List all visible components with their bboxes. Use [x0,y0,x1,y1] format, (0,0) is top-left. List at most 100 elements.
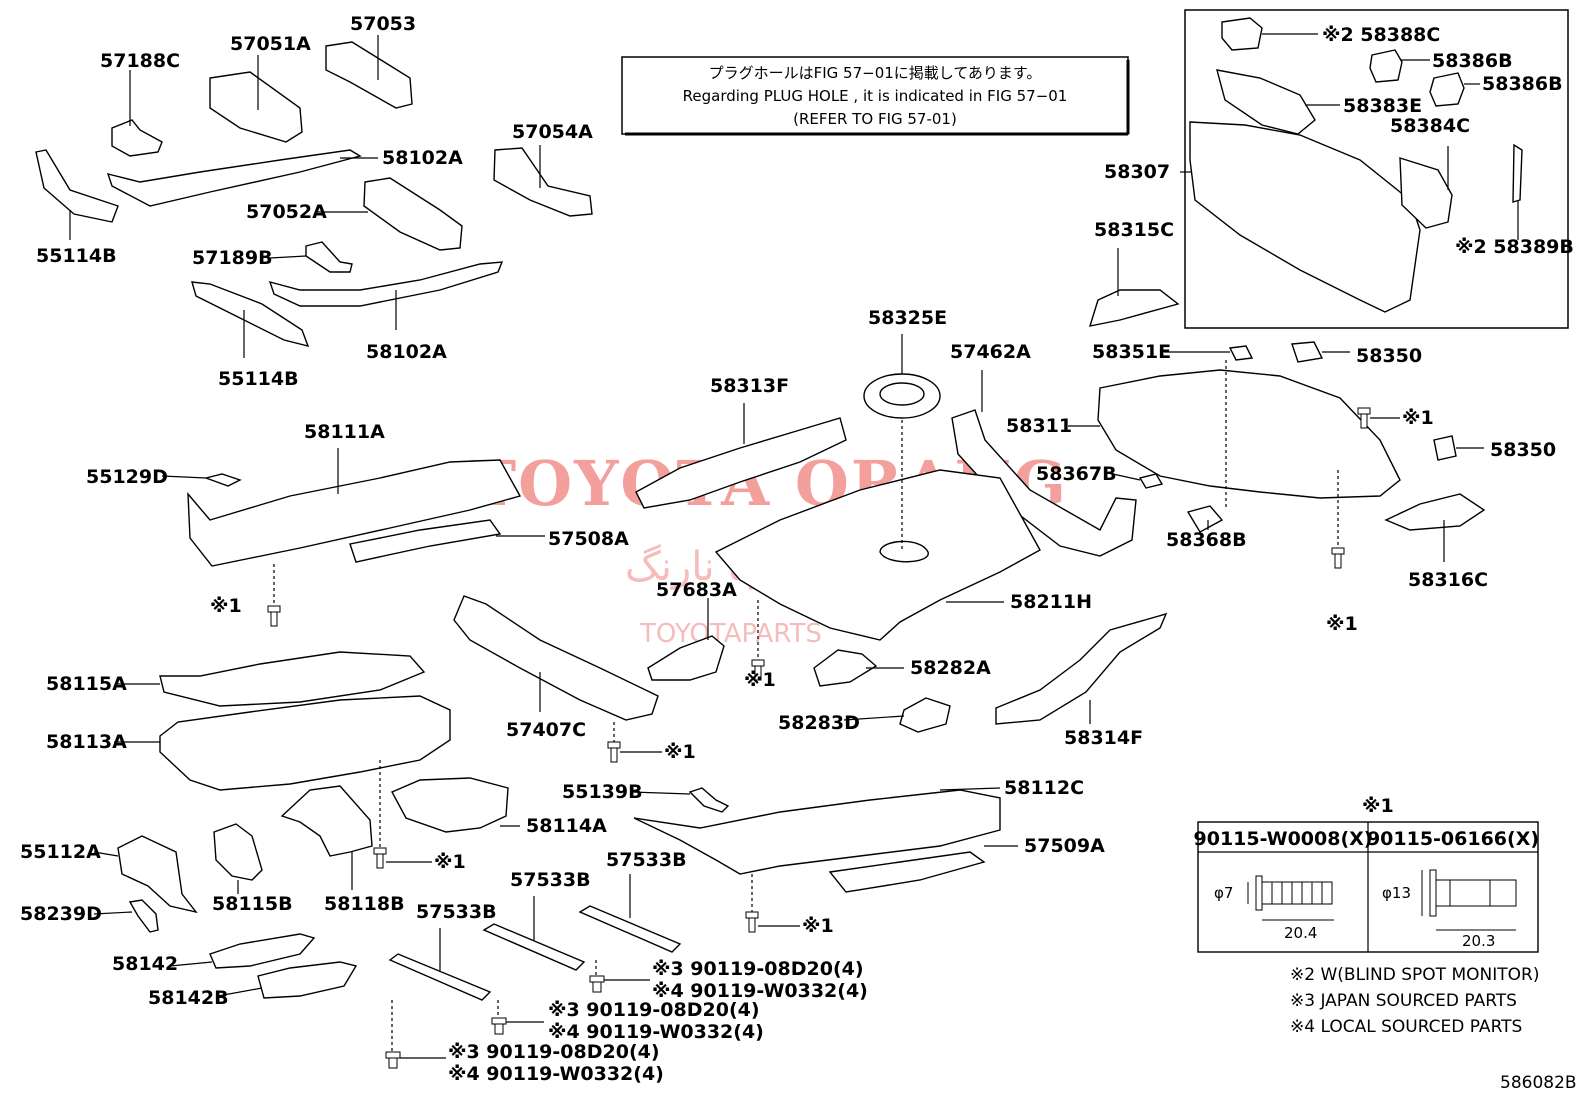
label-58367b: 58367B [1036,463,1117,485]
part-57683a-shape [647,635,725,681]
spec-table: ※1 90115-W0008(X) 90115-06166(X) φ7 20.4 [1194,795,1539,953]
bolt-callout-line1: ※3 90119-08D20(4) [548,999,760,1021]
spec-col2-header: 90115-06166(X) [1367,828,1539,850]
part-58315c-shape [1088,289,1180,327]
label-57509a: 57509A [1024,835,1105,857]
figure-code: 586082B [1500,1073,1577,1093]
bolt-diagram-1 [1247,875,1334,921]
label-58115b: 58115B [212,893,293,915]
label-58389b: ※2 58389B [1455,236,1574,258]
part-58325e-inner [879,382,925,406]
label-55114b-mid: 55114B [218,368,299,390]
label-58102a-mid: 58102A [366,341,447,363]
part-58282a-shape [813,649,878,687]
label-57188c: 57188C [100,50,180,72]
part-58102a-top-shape [106,149,362,207]
label-58112c: 58112C [1004,777,1084,799]
bolt-icon [491,1017,507,1035]
label-58239d: 58239D [20,903,102,925]
label-57508a: 57508A [548,528,629,550]
bolt-icon [745,911,759,933]
bolt-icon [385,1051,401,1069]
label-58386b-b: 58386B [1482,73,1563,95]
label-58313f: 58313F [710,375,789,397]
label-57533b-b: 57533B [510,869,591,891]
footnotes: ※2 W(BLIND SPOT MONITOR) ※3 JAPAN SOURCE… [1290,965,1539,1037]
part-58118b-shape [280,785,373,857]
label-55129d: 55129D [86,466,168,488]
spec-dia-2: φ13 [1382,884,1411,902]
part-58113a-shape [159,695,451,791]
part-58368b-shape [1186,505,1224,533]
part-58350-top-shape [1291,341,1324,363]
part-58283d-shape [899,697,951,733]
bolt-icon [751,659,765,681]
part-58350-right-shape [1433,435,1457,461]
part-57189b-shape [305,241,353,273]
bolt-icon [373,847,387,869]
label-58368b: 58368B [1166,529,1247,551]
fastener-ref: ※1 [664,741,696,763]
part-58316c-shape [1384,493,1486,531]
label-57683a: 57683A [656,579,737,601]
bolt-callout-line2: ※4 90119-W0332(4) [652,980,868,1002]
label-58316c: 58316C [1408,569,1488,591]
label-58111a: 58111A [304,421,385,443]
part-58142-shape [209,933,316,969]
part-58211h-hole [879,540,929,563]
label-58102a-top: 58102A [382,147,463,169]
part-58211h-shape [714,469,1041,641]
bolt-callout-line2: ※4 90119-W0332(4) [548,1021,764,1043]
fastener-ref: ※1 [1326,613,1358,635]
footnote-1: ※2 W(BLIND SPOT MONITOR) [1290,965,1539,985]
label-58350-top: 58350 [1356,345,1422,367]
part-labels: 57188C 57051A 57053 58102A 57054A 57052A… [20,13,1556,1009]
bolt-callouts: ※3 90119-08D20(4) ※4 90119-W0332(4) ※3 9… [448,958,868,1085]
label-58283d: 58283D [778,712,860,734]
part-58115b-shape [213,823,263,881]
fastener-ref: ※1 [434,851,466,873]
leader-lines [69,35,1484,997]
label-57053: 57053 [350,13,416,35]
label-58315c: 58315C [1094,219,1174,241]
inset-box: ※2 58388C 58386B 58386B 58383E 58384C ※2… [1180,9,1574,329]
part-58307-shape [1189,121,1421,313]
spec-len-2: 20.3 [1462,932,1495,950]
part-58388c-shape [1221,17,1263,51]
label-58311: 58311 [1006,415,1072,437]
part-55129d-shape [203,473,242,487]
label-55114b-top: 55114B [36,245,117,267]
fastener-ref: ※1 [744,669,776,691]
part-58102a-mid-shape [268,261,504,307]
part-58386b-shape-a [1369,49,1403,83]
label-55139b: 55139B [562,781,643,803]
fastener-ref-labels: ※1 ※1 ※1 ※1 ※1 ※1 ※1 [210,407,1434,937]
part-57052a-shape [363,177,463,251]
part-58311-shape [1097,369,1401,499]
label-57054a: 57054A [512,121,593,143]
part-57533b-c-shape [578,905,682,953]
bolt-diagram-2 [1421,869,1517,931]
fastener-ref: ※1 [1402,407,1434,429]
label-57052a: 57052A [246,201,327,223]
label-58114a: 58114A [526,815,607,837]
label-58282a: 58282A [910,657,991,679]
watermark-sub: TOYOTAPARTS [639,619,822,649]
label-58386b-a: 58386B [1432,50,1513,72]
note-line-1: プラグホールはFIG 57−01に掲載してあります。 [709,64,1042,82]
label-58350-right: 58350 [1490,439,1556,461]
part-57053-shape [325,41,413,109]
label-58211h: 58211H [1010,591,1092,613]
label-58314f: 58314F [1064,727,1143,749]
label-58118b: 58118B [324,893,405,915]
label-55112a: 55112A [20,841,101,863]
bolt-callout-line2: ※4 90119-W0332(4) [448,1063,664,1085]
part-58111a-shape [187,459,522,567]
label-58307: 58307 [1104,161,1170,183]
part-55114b-mid-shape [191,281,310,348]
part-57188c-shape [111,119,163,157]
bolt-icon [267,605,281,627]
part-58314f-shape [995,612,1168,725]
label-58115a: 58115A [46,673,127,695]
part-57051a-shape [209,71,303,143]
